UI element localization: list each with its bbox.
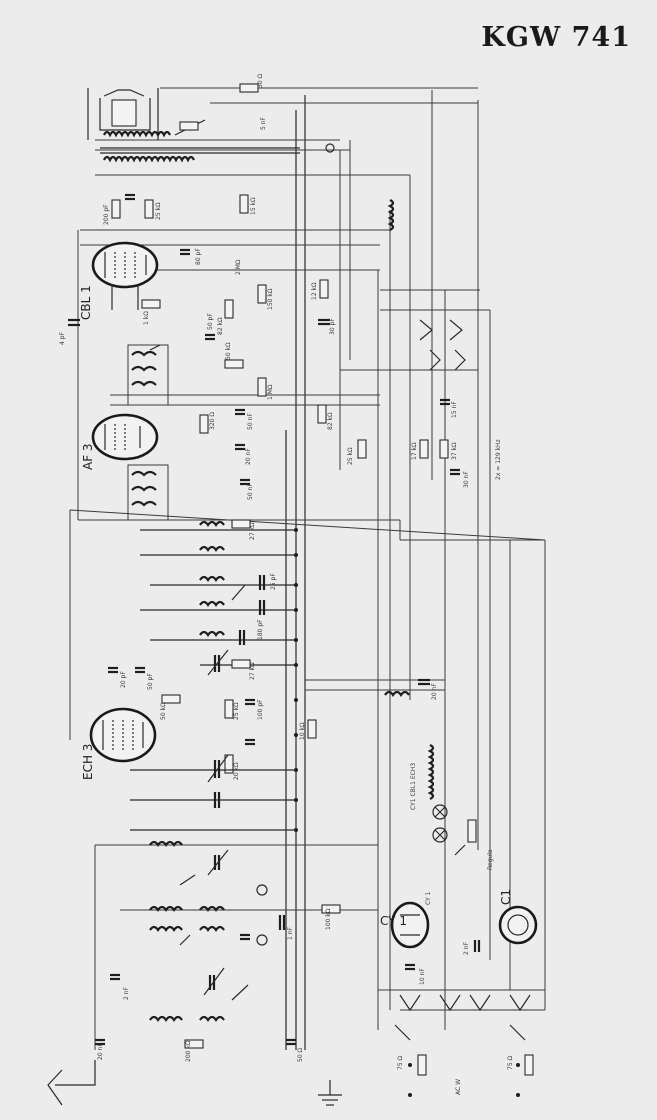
tube-ech3: ECH 3 20 pF 50 pF 50 kΩ 25 kΩ 100 pF 20 … (81, 666, 317, 780)
band-coil-1: 27 kΩ (140, 519, 296, 540)
label-c-200: 200 pF (103, 204, 110, 225)
label-r-75-b: 75 Ω (507, 1055, 514, 1070)
label-r-50k: 50 kΩ (225, 342, 232, 360)
label-c-1nf: 1 nF (287, 926, 294, 940)
tuning-circuits: 27 kΩ 25 pF (140, 519, 298, 832)
label-heater-string: CY1 CBL1 ECH3 (410, 763, 417, 810)
label-c-80: 80 pF (195, 248, 202, 265)
label-c-30nf: 30 nF (463, 471, 470, 488)
variable-cap-1: 27 kΩ (200, 649, 296, 680)
label-c-25pf: 25 pF (270, 573, 277, 590)
label-r-27k-b: 27 kΩ (249, 662, 256, 680)
label-r-1k: 1 kΩ (143, 311, 150, 325)
tube-label-ech3: ECH 3 (81, 744, 95, 780)
label-r-2m: 2 MΩ (235, 259, 242, 275)
if-transformer-1 (127, 344, 169, 406)
label-r-15k: 15 kΩ (250, 197, 257, 215)
tube-label-cbl1: CBL 1 (79, 285, 93, 320)
label-r-25k-b: 25 kΩ (347, 447, 354, 465)
label-r-25k-c: 25 kΩ (233, 702, 240, 720)
label-r-320: 320 Ω (209, 412, 216, 430)
label-r-1m: 1 MΩ (267, 384, 274, 400)
label-r-25k: 25 kΩ (155, 202, 162, 220)
mains-input: 75 Ω 75 Ω AC W (394, 994, 534, 1097)
label-c-50nf: 50 nF (247, 413, 254, 430)
label-c-5nf: 5 nF (260, 116, 267, 130)
label-r-10k: 10 kΩ (299, 722, 306, 740)
tube-c1: C1 2 nF (463, 889, 538, 955)
tube-cbl1: CBL 1 1 kΩ 4 pF 200 pF 25 kΩ 15 kΩ 80 pF… (59, 116, 395, 369)
label-c-4: 4 pF (59, 331, 66, 345)
label-c-20nf-c: 20 nF (431, 683, 438, 700)
band-coil-4 (140, 584, 296, 615)
tube-af3: AF 3 320 Ω 50 nF 20 nF 1 MΩ 82 kΩ 25 kΩ … (81, 377, 367, 500)
label-freq: 2x = 129 kHz (495, 439, 502, 480)
label-regula: Regula (487, 849, 494, 870)
detector-section: 15 nF 17 kΩ 37 kΩ 30 nF 2x = 129 kHz (411, 319, 502, 488)
tube-label-c1: C1 (499, 889, 513, 905)
speaker-section: 30 Ω (87, 73, 335, 163)
label-c-100: 100 pF (257, 699, 264, 720)
label-c-20nf: 20 nF (245, 448, 252, 465)
band-coil-3: 25 pF (150, 573, 296, 590)
label-c-2nf: 2 nF (123, 986, 130, 1000)
label-r-200k: 200 kΩ (185, 1040, 192, 1062)
power-supply: 20 nF CY1 CBL1 ECH3 Regula (384, 678, 494, 870)
label-r-82k-b: 82 kΩ (327, 412, 334, 430)
model-title: KGW 741 (481, 22, 631, 53)
label-c-10nf: 10 nF (419, 968, 426, 985)
label-r-27k: 27 kΩ (249, 522, 256, 540)
label-c-20nf-b: 20 nF (97, 1043, 104, 1060)
label-r-20k: 20 kΩ (233, 762, 240, 780)
label-c-50nf-c: 50 nF (247, 483, 254, 500)
label-r-100k: 100 kΩ (325, 908, 332, 930)
label-r-12k: 12 kΩ (311, 282, 318, 300)
label-r-75: 75 Ω (397, 1055, 404, 1070)
label-r-17k: 17 kΩ (411, 442, 418, 460)
band-coil-5: 180 pF (150, 619, 296, 645)
label-c-ech: 20 pF (120, 671, 127, 688)
label-r-50k-b: 50 kΩ (160, 702, 167, 720)
lower-tuning: 1 nF 100 kΩ 2 nF 200 kΩ 20 nF 50 Ω (47, 754, 342, 1106)
label-r-50ohm: 50 Ω (297, 1047, 304, 1062)
label-c-50: 50 pF (207, 313, 214, 330)
label-c-15nf: 15 nF (451, 401, 458, 418)
tube-cy1: CY 1 CY 1 10 nF (380, 891, 432, 985)
label-c-180: 180 pF (257, 619, 264, 640)
main-wiring (69, 87, 546, 1050)
label-c-50pf: 50 pF (147, 673, 154, 690)
label-r-37k: 37 kΩ (451, 442, 458, 460)
label-mains: AC W (455, 1079, 462, 1095)
label-c-30: 30 pF (329, 318, 336, 335)
label-c-2nf-b: 2 nF (463, 941, 470, 955)
label-r-150k: 150 kΩ (267, 288, 274, 310)
tube-label-af3: AF 3 (81, 443, 95, 470)
label-cy1-small: CY 1 (425, 891, 432, 905)
if-transformer-2 (127, 464, 169, 521)
label-r-82k: 82 kΩ (217, 317, 224, 335)
tube-label-cy1: CY 1 (380, 914, 407, 928)
label-r-output: 30 Ω (257, 73, 264, 88)
band-coil-2 (140, 545, 296, 556)
